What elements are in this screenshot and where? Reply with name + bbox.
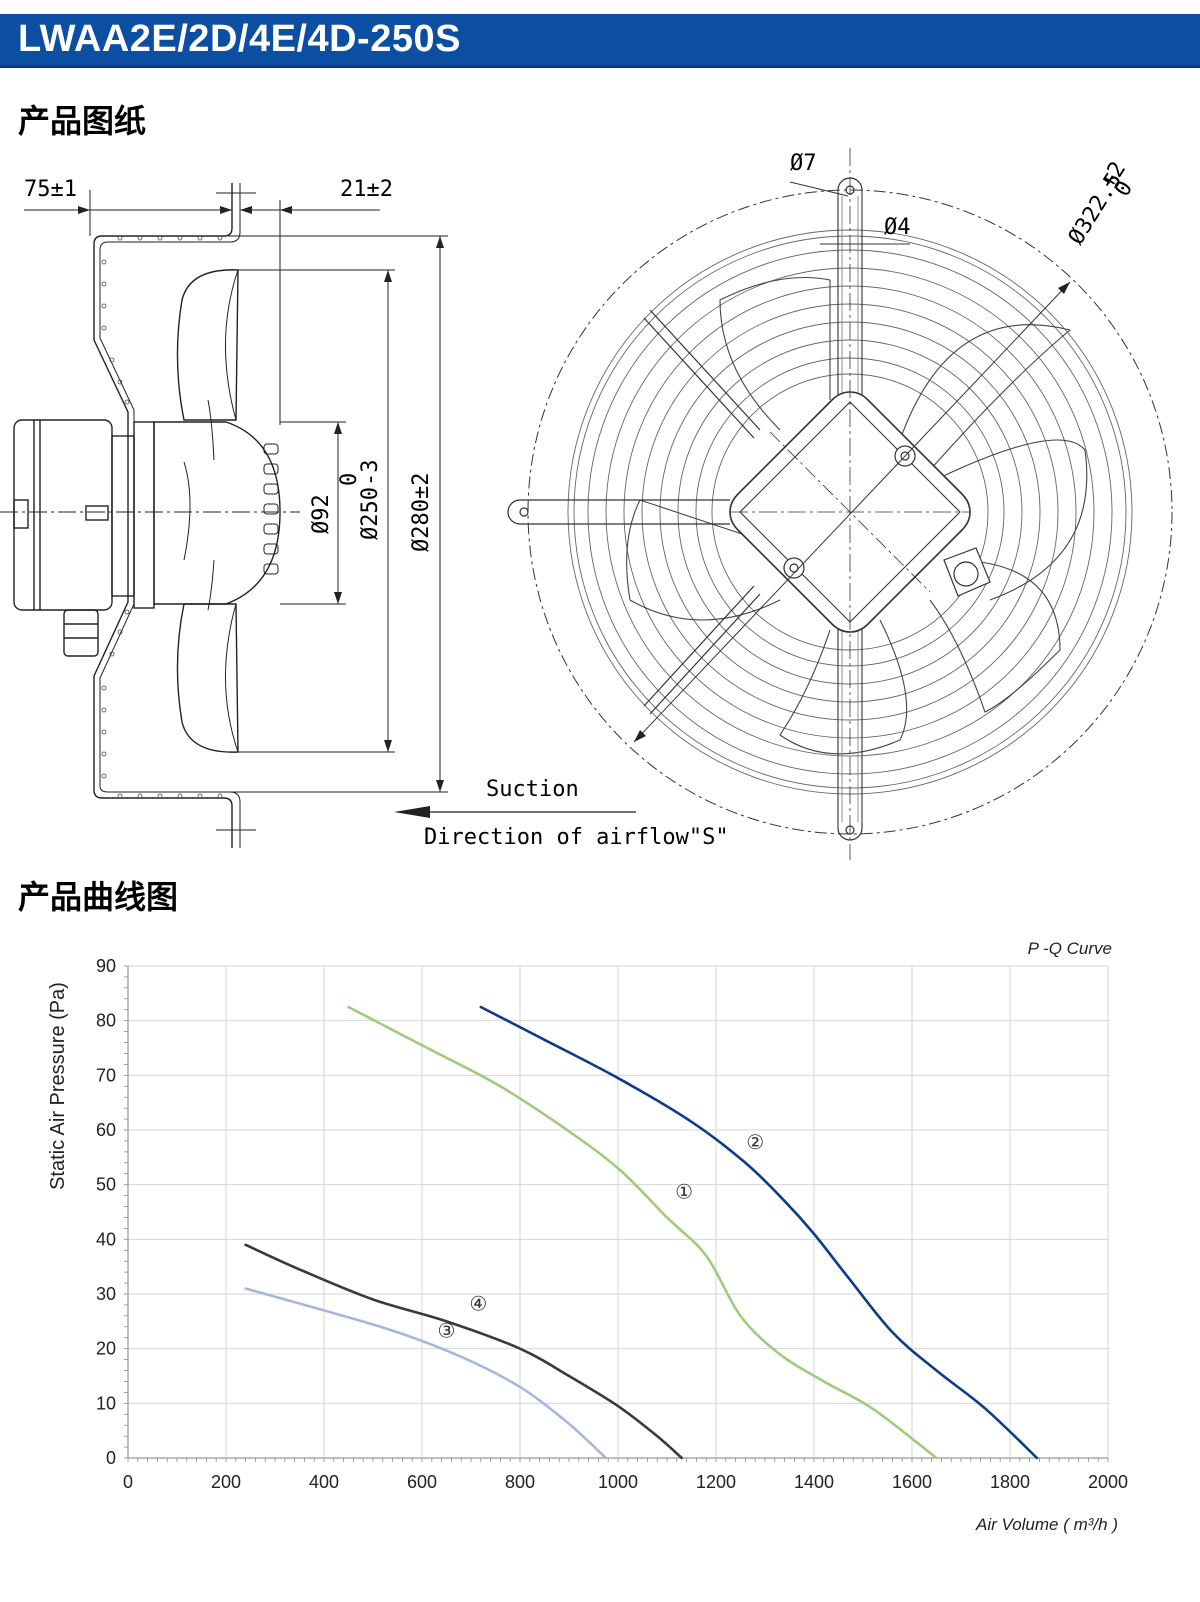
chart-title: P -Q Curve: [1028, 940, 1112, 958]
chart-grid: [124, 965, 1109, 1462]
dim-7: Ø7: [790, 151, 817, 176]
dim-250-tol-low: -3: [358, 460, 383, 487]
x-ticks: 0 200 400 600 800 1000 1200 1400 1600 1800 2000: [123, 1472, 1128, 1492]
curve-label: ④: [469, 1293, 487, 1315]
dim-280: Ø280±2: [409, 473, 434, 552]
x-tick-label: 0: [123, 1472, 133, 1492]
x-tick-label: 200: [211, 1472, 241, 1492]
y-tick-label: 60: [96, 1120, 116, 1140]
y-tick-label: 0: [106, 1448, 116, 1468]
motor-box: [13, 419, 113, 611]
product-title: LWAA2E/2D/4E/4D-250S: [18, 18, 461, 60]
x-tick-label: 400: [309, 1472, 339, 1492]
x-tick-label: 1400: [794, 1472, 834, 1492]
suction-label: Suction: [486, 777, 579, 802]
blades-front: [626, 276, 1088, 755]
rivets: [101, 235, 223, 799]
curve-label: ①: [675, 1181, 693, 1203]
x-tick-label: 1800: [990, 1472, 1030, 1492]
y-tick-label: 10: [96, 1393, 116, 1413]
curve-label: ②: [746, 1132, 764, 1154]
cable-gland-front: [943, 547, 991, 597]
dim-75: 75±1: [24, 177, 77, 202]
curve-labels: ① ② ③④: [438, 1132, 765, 1343]
dim-250-tol-up: 0: [337, 473, 362, 486]
y-tick-label: 30: [96, 1284, 116, 1304]
series-line-1: [347, 1005, 938, 1460]
dim-92: Ø92: [309, 494, 334, 534]
x-tick-label: 800: [505, 1472, 535, 1492]
drawing-section-title: 产品图纸: [18, 102, 147, 140]
dim-250: Ø250: [358, 487, 383, 540]
series-line-3: [244, 1287, 608, 1460]
x-tick-label: 1200: [696, 1472, 736, 1492]
x-axis-label: Air Volume ( m³/h ): [975, 1515, 1118, 1534]
y-tick-label: 80: [96, 1011, 116, 1031]
series-line-2: [479, 1005, 1039, 1460]
pq-chart: 0 200 400 600 800 1000 1200 1400 1600 1800 2000 0 1…: [47, 940, 1128, 1534]
curve-section-title: 产品曲线图: [18, 878, 179, 916]
blade-side-upper: [176, 269, 239, 421]
blade-side-lower: [176, 603, 239, 753]
y-tick-label: 40: [96, 1229, 116, 1249]
series-line-4: [244, 1243, 683, 1460]
y-tick-label: 50: [96, 1175, 116, 1195]
rotor-hub: [153, 421, 281, 605]
product-drawing: 75±1 21±2 Ø92 Ø250 0 -3 Ø280±2 Suction D…: [0, 148, 1173, 860]
x-tick-label: 2000: [1088, 1472, 1128, 1492]
y-axis-label: Static Air Pressure (Pa): [47, 982, 69, 1190]
mount-plate: [93, 183, 233, 848]
chart-series: [244, 1005, 1039, 1460]
header-banner: LWAA2E/2D/4E/4D-250S: [0, 14, 1200, 68]
x-tick-label: 600: [407, 1472, 437, 1492]
airflow-arrow: [394, 806, 430, 818]
front-view: [507, 148, 1173, 860]
mount-circle: [527, 189, 1173, 835]
y-ticks: 0 10 20 30 40 50 60 70 80 90: [96, 956, 116, 1468]
airflow-label: Direction of airflow"S": [424, 825, 729, 850]
side-dimensions: [24, 190, 448, 831]
y-tick-label: 90: [96, 956, 116, 976]
cable-gland-side: [63, 609, 99, 657]
dim-21: 21±2: [340, 177, 393, 202]
y-tick-label: 20: [96, 1339, 116, 1359]
x-tick-label: 1000: [598, 1472, 638, 1492]
curve-label: ③: [438, 1321, 456, 1343]
y-tick-label: 70: [96, 1065, 116, 1085]
dim-4: Ø4: [884, 215, 911, 240]
x-tick-label: 1600: [892, 1472, 932, 1492]
